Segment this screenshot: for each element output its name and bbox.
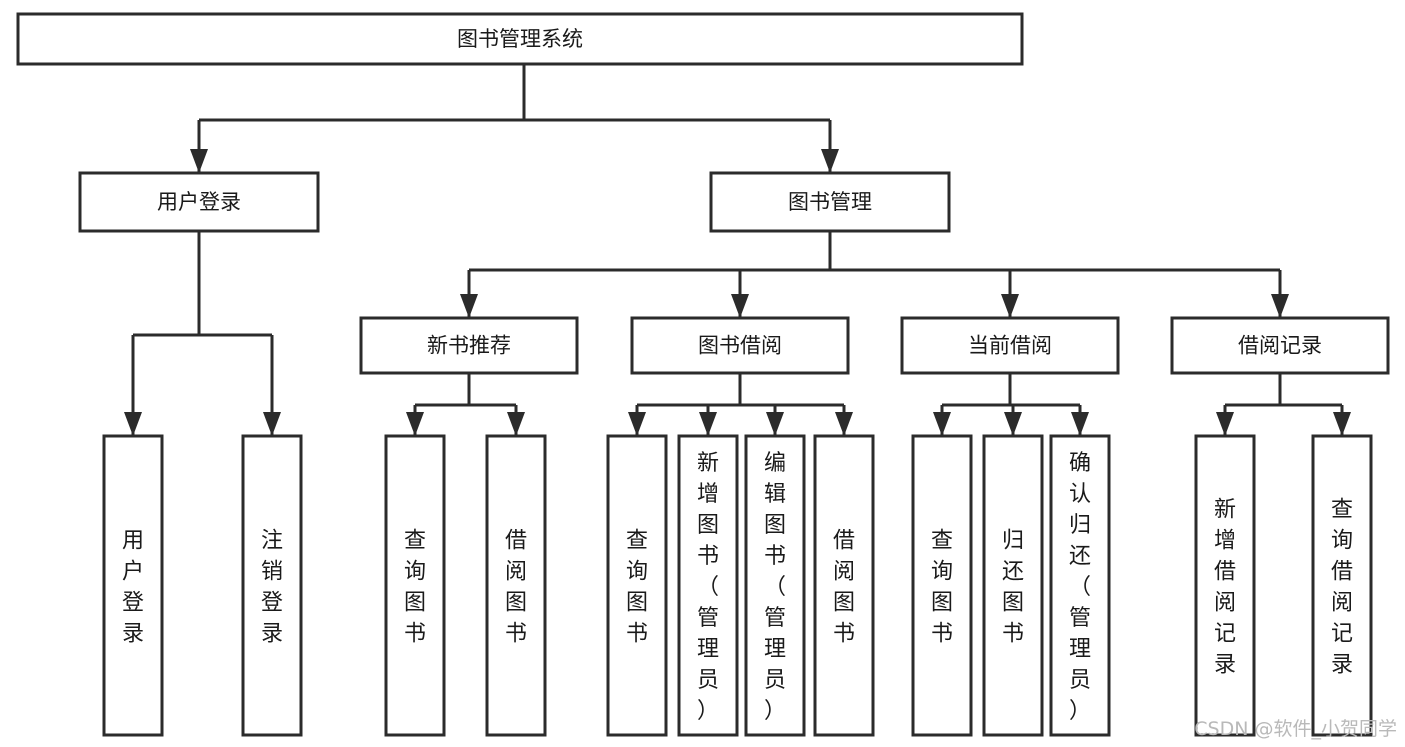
connector-arrowhead	[1071, 412, 1089, 436]
connector-arrowhead	[628, 412, 646, 436]
csdn-watermark: CSDN @软件_小贺同学	[1194, 718, 1397, 740]
node-label: 借阅记录	[1238, 334, 1322, 358]
node-leaf[interactable]: 查询图书	[384, 434, 446, 737]
connector-arrowhead	[1333, 412, 1351, 436]
node-label: 查询图书	[404, 529, 426, 647]
node-level3[interactable]: 当前借阅	[900, 316, 1120, 375]
connector-arrowhead	[731, 294, 749, 318]
node-box[interactable]	[485, 434, 547, 737]
node-box[interactable]	[78, 171, 320, 233]
node-level3[interactable]: 借阅记录	[1170, 316, 1390, 375]
node-label: 查询图书	[931, 529, 953, 647]
connectors-layer	[124, 64, 1351, 436]
node-box[interactable]	[16, 12, 1024, 66]
connector-arrowhead	[406, 412, 424, 436]
node-leaf[interactable]: 注销登录	[241, 434, 303, 737]
node-box[interactable]	[813, 434, 875, 737]
node-label: 用户登录	[157, 190, 241, 214]
node-label: 图书管理系统	[457, 27, 583, 51]
node-level3[interactable]: 新书推荐	[359, 316, 579, 375]
node-leaf[interactable]: 归还图书	[982, 434, 1044, 737]
node-level2[interactable]: 用户登录	[78, 171, 320, 233]
connector-arrowhead	[507, 412, 525, 436]
node-label: 注销登录	[261, 529, 283, 647]
node-box[interactable]	[384, 434, 446, 737]
node-label: 图书借阅	[698, 334, 782, 358]
node-label: 用户登录	[122, 529, 144, 647]
connector-arrowhead	[263, 412, 281, 436]
node-box[interactable]	[1170, 316, 1390, 375]
node-box[interactable]	[709, 171, 951, 233]
node-label: 查询借阅记录	[1331, 498, 1353, 678]
connector-arrowhead	[1271, 294, 1289, 318]
node-box[interactable]	[911, 434, 973, 737]
node-box[interactable]	[606, 434, 668, 737]
node-box[interactable]	[1194, 434, 1256, 737]
node-box[interactable]	[359, 316, 579, 375]
node-box[interactable]	[1049, 434, 1111, 737]
connector-arrowhead	[460, 294, 478, 318]
connector-arrowhead	[766, 412, 784, 436]
node-level3[interactable]: 图书借阅	[630, 316, 850, 375]
node-leaf[interactable]: 编辑图书（管理员）	[744, 434, 806, 737]
node-label: 当前借阅	[968, 334, 1052, 358]
node-label: 新增图书（管理员）	[697, 451, 719, 724]
node-label: 确认归还（管理员）	[1069, 451, 1091, 724]
node-box[interactable]	[1311, 434, 1373, 737]
node-box[interactable]	[102, 434, 164, 737]
node-label: 新增借阅记录	[1214, 498, 1236, 678]
node-root[interactable]: 图书管理系统	[16, 12, 1024, 66]
node-box[interactable]	[630, 316, 850, 375]
node-label: 借阅图书	[833, 529, 855, 647]
connector-arrowhead	[1001, 294, 1019, 318]
node-box[interactable]	[677, 434, 739, 737]
node-leaf[interactable]: 用户登录	[102, 434, 164, 737]
node-box[interactable]	[982, 434, 1044, 737]
node-box[interactable]	[900, 316, 1120, 375]
node-leaf[interactable]: 借阅图书	[813, 434, 875, 737]
node-label: 编辑图书（管理员）	[764, 451, 786, 724]
nodes-layer: 图书管理系统用户登录图书管理新书推荐图书借阅当前借阅借阅记录用户登录注销登录查询…	[16, 12, 1390, 737]
node-label: 归还图书	[1002, 529, 1024, 647]
connector-arrowhead	[1216, 412, 1234, 436]
connector-arrowhead	[933, 412, 951, 436]
node-leaf[interactable]: 确认归还（管理员）	[1049, 434, 1111, 737]
node-label: 查询图书	[626, 529, 648, 647]
connector-arrowhead	[821, 149, 839, 173]
connector-arrowhead	[124, 412, 142, 436]
node-level2[interactable]: 图书管理	[709, 171, 951, 233]
connector-arrowhead	[190, 149, 208, 173]
node-leaf[interactable]: 查询借阅记录	[1311, 434, 1373, 737]
connector-arrowhead	[835, 412, 853, 436]
node-box[interactable]	[241, 434, 303, 737]
node-label: 借阅图书	[505, 529, 527, 647]
node-leaf[interactable]: 借阅图书	[485, 434, 547, 737]
node-leaf[interactable]: 查询图书	[911, 434, 973, 737]
node-label: 新书推荐	[427, 334, 511, 358]
node-leaf[interactable]: 新增图书（管理员）	[677, 434, 739, 737]
node-box[interactable]	[744, 434, 806, 737]
node-label: 图书管理	[788, 190, 872, 214]
connector-arrowhead	[1004, 412, 1022, 436]
connector-arrowhead	[699, 412, 717, 436]
node-leaf[interactable]: 新增借阅记录	[1194, 434, 1256, 737]
node-leaf[interactable]: 查询图书	[606, 434, 668, 737]
